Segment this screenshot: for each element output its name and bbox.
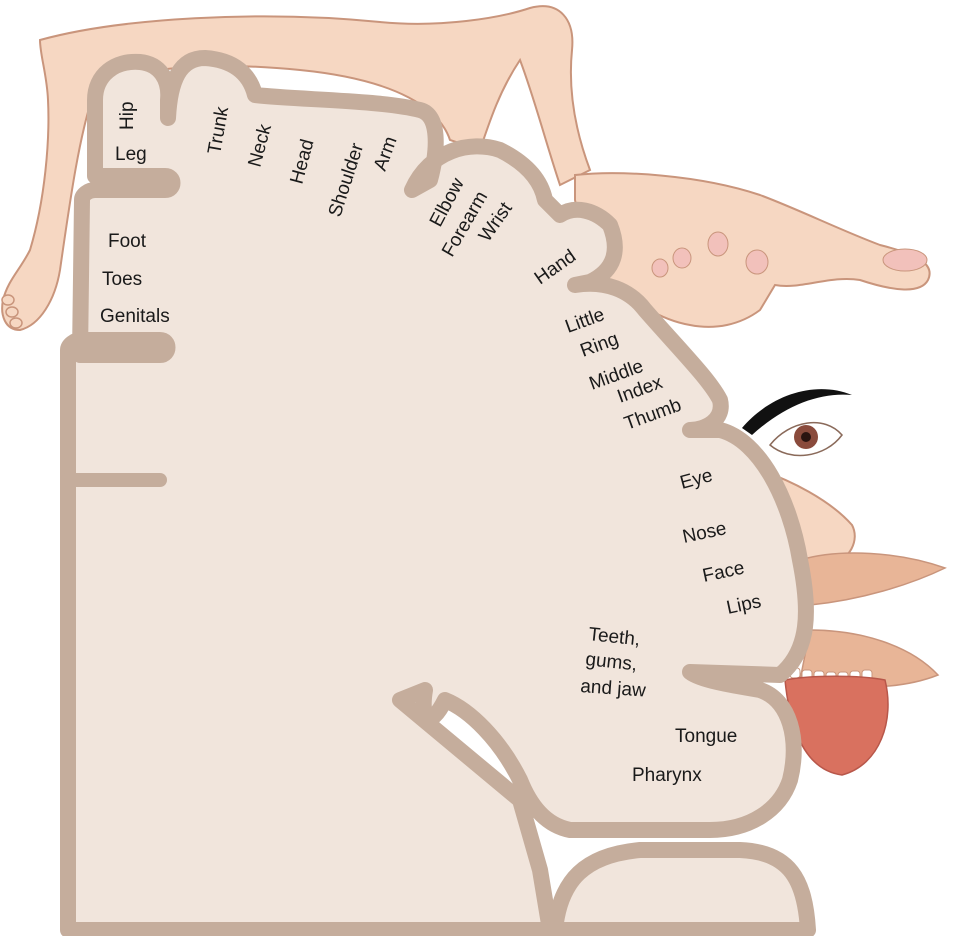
label-genitals: Genitals (100, 306, 170, 327)
finger-nails (651, 231, 928, 278)
label-foot: Foot (108, 231, 147, 252)
cortex (60, 50, 816, 936)
cortex-outline (60, 50, 814, 936)
label-hip: Hip (117, 101, 138, 130)
label-leg: Leg (115, 144, 147, 165)
leg-figure (1, 5, 592, 332)
eye-pupil (801, 432, 811, 442)
body-parts (1, 5, 947, 776)
label-pharynx: Pharynx (632, 765, 702, 786)
lower-lobe-outline (547, 842, 816, 936)
region-labels: Hip Leg Trunk Neck Head Shoulder Arm Elb… (100, 101, 763, 786)
label-toes: Toes (102, 269, 142, 290)
toes-figure (1, 294, 23, 329)
eyebrow-figure (742, 389, 852, 435)
label-teeth-line3: and jaw (580, 676, 647, 702)
upper-lip-figure (799, 552, 947, 606)
label-tongue: Tongue (675, 726, 737, 747)
